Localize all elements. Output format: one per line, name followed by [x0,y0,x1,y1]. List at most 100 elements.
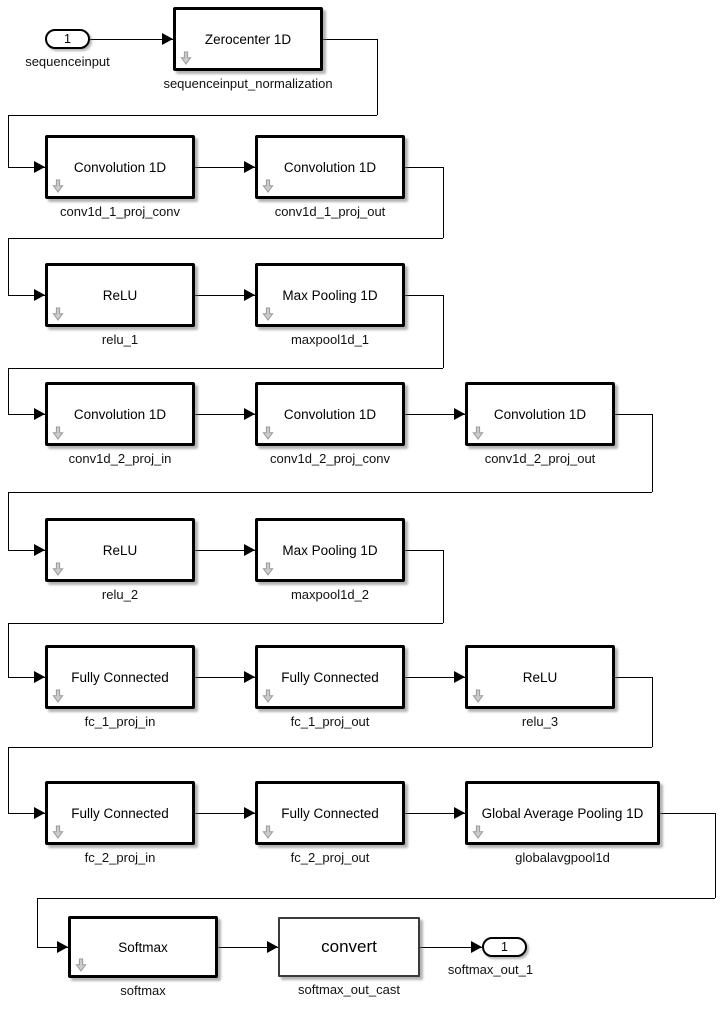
wire-segment[interactable] [651,676,653,747]
wire-segment[interactable] [194,166,255,168]
block-label: maxpool1d_2 [290,587,370,602]
block-title: Fully Connected [281,805,379,821]
arrowhead-icon [454,408,465,420]
block-fc-1-proj-in[interactable]: Fully Connected [45,645,195,709]
wire-segment[interactable] [7,549,45,551]
block-title: Fully Connected [281,669,379,685]
wire-segment[interactable] [7,294,45,296]
arrowhead-icon [244,408,255,420]
arrowhead-icon [454,671,465,683]
block-title: Softmax [118,939,168,955]
wire-segment[interactable] [614,676,652,678]
arrowhead-icon [34,671,45,683]
download-arrow-icon [52,179,64,193]
wire-segment[interactable] [194,549,255,551]
download-arrow-icon [472,689,484,703]
wire-segment[interactable] [419,946,482,948]
wire-segment[interactable] [404,294,443,296]
wire-segment[interactable] [7,491,652,493]
wire-segment[interactable] [217,946,278,948]
wire-segment[interactable] [7,622,443,624]
wire-segment[interactable] [36,946,68,948]
block-title: convert [321,937,377,956]
input-port-sequenceinput[interactable]: 1 [45,29,90,49]
block-conv1d-2-proj-conv[interactable]: Convolution 1D [255,382,405,446]
wire-segment[interactable] [376,38,378,115]
block-title: Zerocenter 1D [204,31,292,47]
wire-segment[interactable] [7,166,45,168]
wire-segment[interactable] [404,549,443,551]
download-arrow-icon [52,307,64,321]
wire-segment[interactable] [404,812,465,814]
wire-segment[interactable] [651,413,653,492]
wire-segment[interactable] [442,166,444,238]
block-conv1d-1-proj-conv[interactable]: Convolution 1D [45,135,195,199]
wire-segment[interactable] [714,812,716,898]
arrowhead-icon [34,161,45,173]
wire-segment[interactable] [194,812,255,814]
arrowhead-icon [471,941,482,953]
block-label: fc_2_proj_out [290,850,370,865]
block-maxpool1d-2[interactable]: Max Pooling 1D [255,518,405,582]
download-arrow-icon [52,426,64,440]
block-label: softmax [120,983,166,998]
block-label: relu_3 [521,714,559,729]
block-title: Convolution 1D [493,406,587,422]
block-relu-1[interactable]: ReLU [45,263,195,327]
download-arrow-icon [75,958,87,972]
wire-segment[interactable] [7,367,443,369]
block-conv1d-2-proj-out[interactable]: Convolution 1D [465,382,615,446]
wire-segment[interactable] [659,812,715,814]
wire-segment[interactable] [404,676,465,678]
block-title: Max Pooling 1D [282,542,378,558]
block-softmax-out-cast[interactable]: convert [278,917,420,977]
wire-segment[interactable] [7,746,652,748]
wire-segment[interactable] [442,294,444,368]
wire-segment[interactable] [614,413,652,415]
block-label: softmax_out_cast [298,982,400,997]
block-maxpool1d-1[interactable]: Max Pooling 1D [255,263,405,327]
block-sequenceinput-normalization[interactable]: Zerocenter 1D [173,7,323,71]
block-fc-2-proj-out[interactable]: Fully Connected [255,781,405,845]
block-relu-3[interactable]: ReLU [465,645,615,709]
download-arrow-icon [472,825,484,839]
download-arrow-icon [262,689,274,703]
wire-segment[interactable] [7,237,9,295]
block-title: ReLU [522,669,558,685]
wire-segment[interactable] [442,549,444,623]
wire-segment[interactable] [7,114,377,116]
output-port-softmax-out-1[interactable]: 1 [482,937,527,957]
wire-segment[interactable] [7,676,45,678]
download-arrow-icon [472,426,484,440]
wire-segment[interactable] [7,812,45,814]
block-label: conv1d_1_proj_out [274,204,386,219]
block-title: Convolution 1D [73,159,167,175]
block-relu-2[interactable]: ReLU [45,518,195,582]
block-label: fc_1_proj_in [84,714,156,729]
block-conv1d-1-proj-out[interactable]: Convolution 1D [255,135,405,199]
block-fc-1-proj-out[interactable]: Fully Connected [255,645,405,709]
block-softmax[interactable]: Softmax [68,916,218,978]
block-globalavgpool1d[interactable]: Global Average Pooling 1D [465,781,660,845]
block-conv1d-2-proj-in[interactable]: Convolution 1D [45,382,195,446]
wire-segment[interactable] [7,622,9,677]
block-title: Fully Connected [71,669,169,685]
download-arrow-icon [262,825,274,839]
block-fc-2-proj-in[interactable]: Fully Connected [45,781,195,845]
wire-segment[interactable] [7,413,45,415]
wire-segment[interactable] [7,367,9,414]
wire-segment[interactable] [89,38,173,40]
wire-segment[interactable] [7,114,9,167]
wire-segment[interactable] [194,413,255,415]
wire-segment[interactable] [7,491,9,550]
wire-segment[interactable] [36,897,715,899]
wire-segment[interactable] [194,676,255,678]
wire-segment[interactable] [404,166,443,168]
wire-segment[interactable] [194,294,255,296]
wire-segment[interactable] [36,897,38,947]
wire-segment[interactable] [404,413,465,415]
wire-segment[interactable] [7,237,443,239]
arrowhead-icon [34,544,45,556]
wire-segment[interactable] [322,38,377,40]
wire-segment[interactable] [7,746,9,813]
